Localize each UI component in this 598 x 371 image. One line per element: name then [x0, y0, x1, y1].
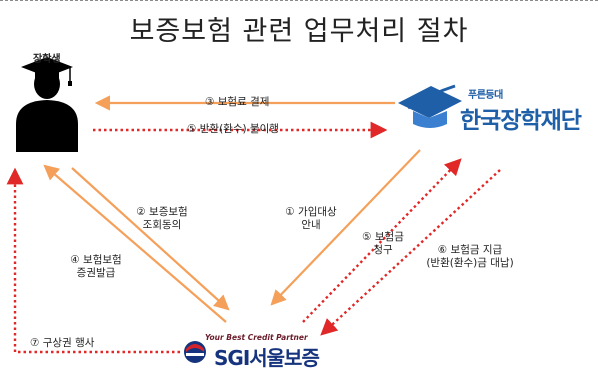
step3-label: ③ 보험료 결제	[205, 96, 270, 108]
sgi-name: SGI서울보증	[214, 346, 320, 370]
step6-line1: ⑥ 보험금 지급	[437, 244, 503, 256]
arrow-step1	[270, 149, 421, 306]
step6-line2: (반환(환수)금 대납)	[426, 257, 514, 269]
step5-claim-line1: ⑤ 보험금	[362, 231, 404, 243]
step7-label: ⑦ 구상권 행사	[30, 337, 95, 349]
step2-line2: 조회동의	[142, 219, 182, 231]
step1-line1: ① 가입대상	[285, 206, 337, 218]
step2-label: ② 보증보험 조회동의	[134, 206, 190, 232]
step4-label: ④ 보험보험 증권발급	[67, 254, 125, 280]
step4-line2: 증권발급	[76, 267, 116, 279]
step5-claim-line2: 청구	[373, 244, 393, 256]
arrow-step5-claim	[302, 158, 462, 323]
step1-line2: 안내	[301, 219, 321, 231]
arrow-step2	[71, 167, 230, 311]
top-border	[0, 0, 598, 1]
step1-label: ① 가입대상 안내	[282, 206, 340, 232]
student-label: 장학생	[33, 54, 61, 65]
sgi-tagline: Your Best Credit Partner	[205, 333, 308, 342]
graduation-cap-icon	[21, 57, 73, 86]
arrow-step7	[6, 167, 180, 354]
step5-default-label: ⑤ 반환(환수) 불이행	[187, 123, 279, 135]
step2-line1: ② 보증보험	[136, 206, 188, 218]
kosaf-logo-icon	[398, 84, 462, 128]
step5-claim-label: ⑤ 보험금 청구	[358, 231, 408, 257]
step4-line1: ④ 보험보험	[70, 254, 122, 266]
sgi-logo-icon	[184, 341, 206, 363]
kosaf-name: 한국장학재단	[460, 108, 582, 134]
arrow-step4	[43, 164, 227, 323]
arrow-step6	[320, 169, 501, 336]
step6-label: ⑥ 보험금 지급 (반환(환수)금 대납)	[418, 244, 522, 270]
kosaf-tagline: 푸른등대	[468, 90, 503, 101]
page-title: 보증보험 관련 업무처리 절차	[129, 16, 469, 47]
